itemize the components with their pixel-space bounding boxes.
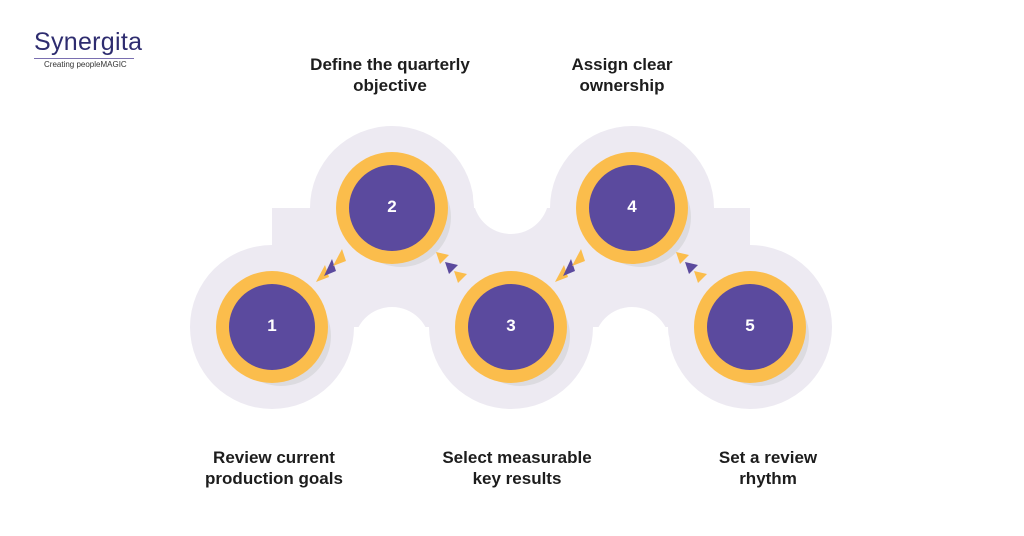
arrowhead (445, 262, 458, 274)
step-number-4: 4 (627, 197, 637, 216)
step-number-3: 3 (506, 316, 516, 335)
step-node-disc (589, 165, 675, 251)
step-label-4: Assign clear ownership (502, 54, 742, 96)
step-label-line: objective (353, 76, 427, 95)
step-label-3: Select measurable key results (397, 447, 637, 489)
step-number-5: 5 (745, 316, 755, 335)
logo-divider (34, 58, 134, 59)
connector-1-2 (316, 249, 346, 282)
arrowhead (333, 249, 346, 266)
step-label-line: Select measurable (442, 448, 592, 467)
track-cutouts (354, 158, 670, 383)
arrowhead (694, 271, 707, 283)
step-node-2 (336, 152, 451, 267)
logo-wordmark: Synergita (34, 28, 143, 56)
step-label-line: Assign clear (571, 55, 673, 74)
connector-3-4 (555, 249, 585, 282)
step-node-4 (576, 152, 691, 267)
arrowhead (454, 271, 467, 283)
arrowhead (572, 249, 585, 266)
step-number-2: 2 (387, 197, 397, 216)
step-node-disc (349, 165, 435, 251)
arrowhead (676, 252, 689, 264)
arrowhead (316, 265, 329, 282)
step-node-1 (216, 271, 331, 386)
logo: Synergita Creating peopleMAGIC (34, 28, 142, 69)
step-node-5 (694, 271, 809, 386)
logo-tagline: Creating peopleMAGIC (44, 60, 127, 69)
connector-2-3 (436, 252, 467, 283)
connector-4-5 (676, 252, 707, 283)
step-label-2: Define the quarterly objective (270, 54, 510, 96)
step-node-disc (707, 284, 793, 370)
step-node-disc (468, 284, 554, 370)
arrowhead (324, 259, 336, 276)
step-label-line: Set a review (718, 448, 818, 467)
step-label-line: ownership (579, 76, 665, 95)
arrowhead (685, 262, 698, 274)
step-number-1: 1 (267, 316, 277, 335)
step-label-5: Set a review rhythm (648, 447, 888, 489)
arrowhead (563, 259, 575, 276)
step-label-line: rhythm (739, 469, 797, 488)
step-label-line: key results (472, 469, 562, 488)
step-label-1: Review current production goals (154, 447, 394, 489)
step-node-3 (455, 271, 570, 386)
step-label-line: Review current (213, 448, 335, 467)
step-label-line: Define the quarterly (310, 55, 470, 74)
step-node-disc (229, 284, 315, 370)
step-label-line: production goals (205, 469, 343, 488)
arrowhead (555, 265, 568, 282)
arrowhead (436, 252, 449, 264)
